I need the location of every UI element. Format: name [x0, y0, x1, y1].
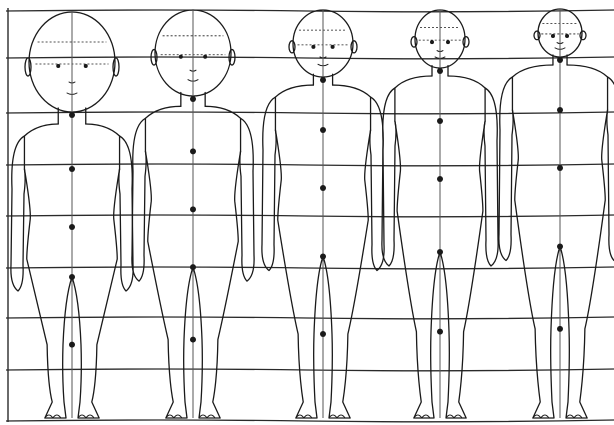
body-outline-left [145, 106, 193, 418]
eye-right [203, 55, 207, 59]
body-outline-right [440, 76, 485, 418]
marker-navel [557, 165, 563, 171]
marker-nipple [69, 166, 75, 172]
eye-left [430, 40, 434, 44]
figures [11, 9, 614, 418]
body-outline-left [395, 76, 440, 418]
marker-navel [69, 224, 75, 230]
eye-left [179, 55, 183, 59]
arm-left [262, 97, 276, 270]
marker-neck [320, 77, 326, 83]
body-outline-left [24, 124, 72, 418]
guide-line-6 [6, 267, 614, 269]
ear-right [463, 37, 469, 47]
guide-line-7 [6, 317, 614, 319]
marker-neck [190, 96, 196, 102]
eye-left [56, 64, 60, 68]
arm-right [484, 88, 498, 266]
figure-3 [262, 10, 384, 418]
marker-knee [190, 337, 196, 343]
ear-right [113, 58, 119, 76]
marker-knee [557, 326, 563, 332]
ear-left [534, 31, 540, 40]
guide-line-4 [6, 164, 614, 166]
ear-right [580, 31, 586, 40]
arm-left [499, 77, 513, 261]
guide-line-5 [6, 215, 614, 217]
eye-right [84, 64, 88, 68]
eye-left [311, 45, 315, 49]
marker-knee [320, 331, 326, 337]
marker-knee [437, 329, 443, 335]
body-outline-right [560, 65, 608, 418]
marker-groin [437, 249, 443, 255]
ear-left [25, 58, 31, 76]
eye-right [565, 34, 569, 38]
marker-nipple [320, 127, 326, 133]
ear-right [351, 41, 357, 53]
body-outline-right [193, 106, 241, 418]
body-outline-left [512, 65, 560, 418]
guide-line-2 [6, 57, 614, 59]
body-outline-right [72, 124, 120, 418]
marker-groin [69, 274, 75, 280]
body-outline-left [275, 85, 323, 418]
arm-right [240, 118, 254, 281]
guide-line-3 [6, 112, 614, 114]
marker-neck [69, 112, 75, 118]
marker-knee [69, 342, 75, 348]
ear-left [411, 37, 417, 47]
body-outline-right [323, 85, 371, 418]
marker-groin [557, 244, 563, 250]
marker-groin [190, 264, 196, 270]
marker-navel [320, 185, 326, 191]
guide-line-9 [6, 420, 614, 422]
eye-left [551, 34, 555, 38]
guide-line-8 [6, 369, 614, 371]
figure-4 [382, 10, 498, 418]
arm-right [119, 136, 133, 291]
marker-groin [320, 254, 326, 260]
ear-left [289, 41, 295, 53]
marker-neck [437, 68, 443, 74]
eye-right [446, 40, 450, 44]
arm-left [132, 118, 146, 281]
marker-neck [557, 57, 563, 63]
eye-right [331, 45, 335, 49]
figure-5 [499, 9, 614, 418]
marker-nipple [190, 148, 196, 154]
marker-navel [190, 206, 196, 212]
marker-nipple [437, 118, 443, 124]
guide-line-1 [6, 10, 614, 12]
marker-navel [437, 176, 443, 182]
figure-2 [132, 10, 254, 418]
marker-nipple [557, 107, 563, 113]
